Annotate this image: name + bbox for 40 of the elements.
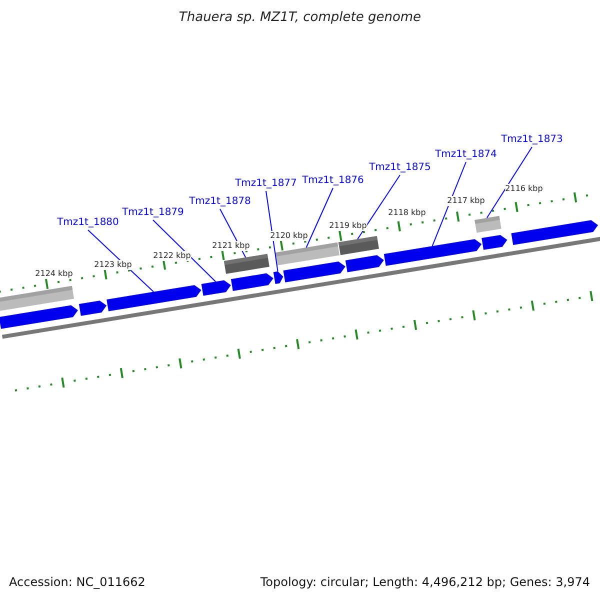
leader-line — [306, 188, 334, 248]
scale-label: 2121 kbp — [212, 241, 250, 251]
gene-feature — [78, 300, 107, 316]
feature-box — [275, 242, 340, 266]
gene-feature — [482, 234, 508, 250]
gene-feature — [106, 285, 202, 312]
scale-label: 2123 kbp — [94, 260, 132, 270]
scale-label: 2119 kbp — [329, 221, 367, 231]
gene-label: Tmz1t_1876 — [302, 175, 364, 187]
gene-feature — [384, 239, 482, 266]
leader-line — [486, 146, 532, 218]
feature-box — [338, 236, 379, 256]
footer-text: Accession: NC_011662 — [9, 575, 146, 589]
leader-line — [432, 162, 466, 247]
scale-label: 2120 kbp — [270, 231, 308, 241]
gene-label: Tmz1t_1879 — [122, 207, 184, 219]
scale-label: 2118 kbp — [388, 208, 426, 218]
gene-label: Tmz1t_1877 — [235, 178, 297, 190]
gene-feature — [201, 280, 231, 296]
gene-label: Tmz1t_1873 — [501, 134, 563, 146]
gene-feature — [511, 220, 598, 246]
feature-box — [474, 216, 502, 233]
footer-text: Topology: circular; Length: 4,496,212 bp; Genes: 3,974 — [260, 575, 590, 589]
leader-line — [266, 190, 278, 272]
gene-label: Tmz1t_1875 — [369, 162, 431, 174]
leader-line — [357, 174, 400, 240]
leader-line — [152, 220, 216, 282]
scale-label: 2122 kbp — [153, 251, 191, 261]
scale-label: 2124 kbp — [35, 269, 73, 279]
gene-feature — [0, 305, 78, 329]
gene-label: Tmz1t_1880 — [57, 217, 119, 229]
scale-label: 2117 kbp — [447, 196, 485, 206]
scale-label: 2116 kbp — [505, 184, 543, 194]
gene-label: Tmz1t_1874 — [435, 149, 497, 161]
leader-line — [88, 230, 154, 292]
title: Thauera sp. MZ1T, complete genome — [178, 10, 422, 25]
feature-box — [224, 254, 270, 274]
feature-box — [0, 286, 74, 312]
gene-label: Tmz1t_1878 — [189, 196, 251, 208]
gene-feature — [345, 255, 384, 272]
